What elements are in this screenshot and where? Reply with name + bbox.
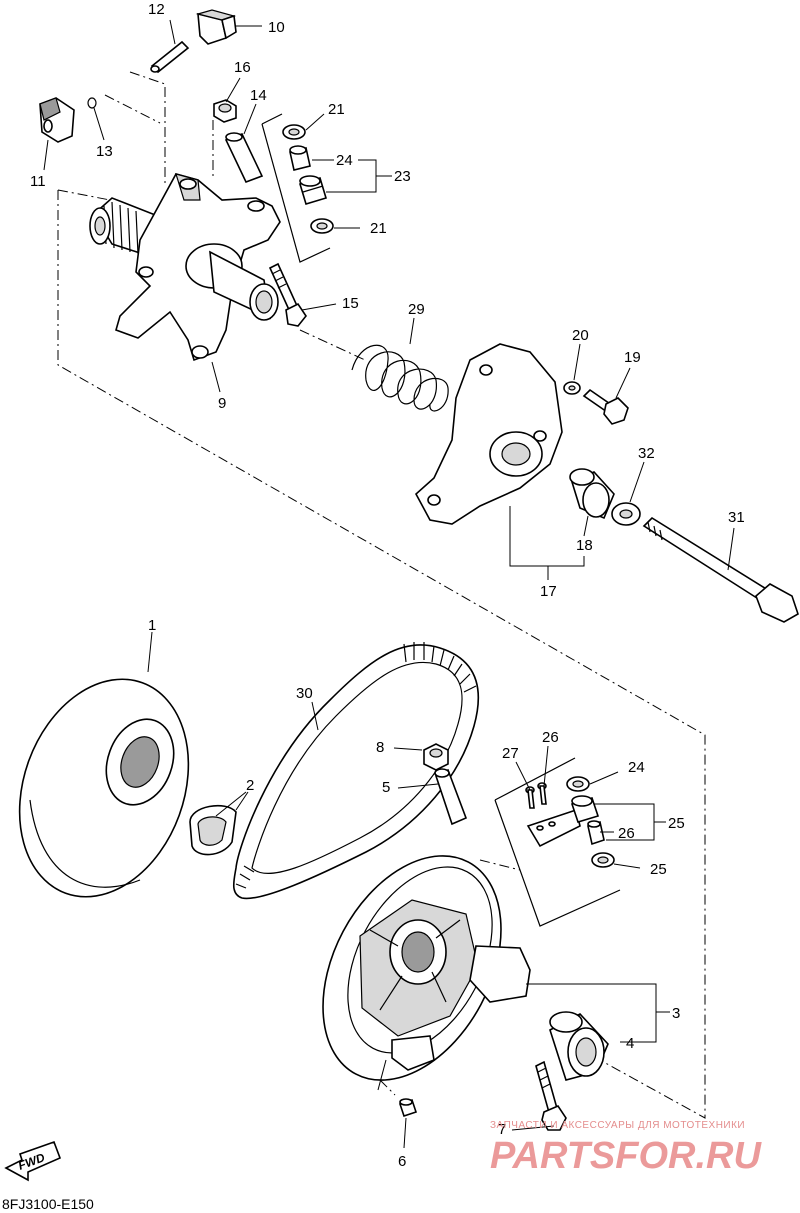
- group-box-line: [494, 799, 621, 927]
- callout-numbers: 12 10 16 14 21 13 24 23 11 21 15 29 20 1…: [30, 1, 745, 1170]
- bushing-part-23-bottom: [299, 175, 327, 205]
- nut-part-16: [213, 99, 237, 123]
- washer-part-24-bottom: [591, 852, 615, 868]
- callout-15: 15: [342, 295, 359, 312]
- pin-part-12: [150, 40, 190, 74]
- collar-part-2: [189, 804, 237, 856]
- callout-21-bottom: 21: [370, 220, 387, 237]
- callout-10: 10: [268, 19, 285, 36]
- bolt-part-15: [268, 262, 307, 327]
- washer-part-20: [563, 381, 581, 395]
- diagram-code: 8FJ3100-E150: [2, 1196, 94, 1212]
- callout-31: 31: [728, 509, 745, 526]
- callout-28: 27: [502, 745, 519, 762]
- callout-26: 26: [618, 825, 635, 842]
- callout-20: 20: [572, 327, 589, 344]
- callout-13: 13: [96, 143, 113, 160]
- callout-17: 17: [540, 583, 557, 600]
- sleeve-part-14: [224, 132, 264, 184]
- bushing-part-18: [569, 468, 615, 520]
- group-box-line: [494, 757, 576, 801]
- bushing-part-23-top: [289, 145, 311, 171]
- washer-part-24-top: [566, 776, 590, 792]
- sleeve-part-5: [434, 768, 468, 826]
- assembly-boundary-line: [57, 189, 111, 201]
- boundary-line: [479, 859, 521, 871]
- bracket-group-parts-25-28: [525, 782, 581, 848]
- callout-24-top: 24: [628, 759, 645, 776]
- callout-14: 14: [250, 87, 267, 104]
- cap-part-17: [414, 343, 563, 525]
- bushing-part-4: [549, 1011, 609, 1081]
- nut-part-8: [423, 743, 449, 771]
- callout-12: 12: [148, 1, 165, 18]
- washer-part-21-top: [282, 124, 306, 140]
- callout-9: 9: [218, 395, 226, 412]
- callout-7: 7: [498, 1121, 506, 1138]
- drive-belt-part-30: [232, 642, 480, 900]
- callout-24-bottom: 25: [650, 861, 667, 878]
- slider-shoe-part-11: [39, 97, 75, 143]
- callout-22: 23: [394, 168, 411, 185]
- washer-part-32: [611, 502, 641, 526]
- callout-23: 24: [336, 152, 353, 169]
- callout-21-top: 21: [328, 101, 345, 118]
- boundary-line: [299, 329, 366, 361]
- callout-32: 32: [638, 445, 655, 462]
- bushing-part-26: [587, 820, 605, 846]
- callout-18: 18: [576, 537, 593, 554]
- watermark: ЗАПЧАСТИ И АКСЕССУАРЫ ДЛЯ МОТОТЕХНИКИ PA…: [490, 1120, 762, 1177]
- watermark-tagline: ЗАПЧАСТИ И АКСЕССУАРЫ ДЛЯ МОТОТЕХНИКИ: [490, 1120, 745, 1131]
- callout-2: 2: [246, 777, 254, 794]
- leader-lines: [43, 19, 735, 1149]
- cap-part-6: [398, 1098, 418, 1118]
- callout-16: 16: [234, 59, 251, 76]
- washer-part-21-bottom: [310, 218, 334, 234]
- o-ring-part-13: [87, 97, 97, 109]
- watermark-brand: PARTSFOR.RU: [490, 1135, 762, 1177]
- callout-5: 5: [382, 779, 390, 796]
- callout-19: 19: [624, 349, 641, 366]
- long-bolt-part-31: [642, 516, 799, 623]
- callout-30: 30: [296, 685, 313, 702]
- slider-shoe-part-10: [195, 9, 237, 45]
- bolt-part-19: [582, 388, 629, 425]
- bolt-part-7: [535, 1060, 567, 1131]
- group-box-line: [261, 123, 331, 263]
- bracket-boundary-line: [104, 94, 161, 124]
- callout-4: 4: [626, 1035, 634, 1052]
- callout-11: 11: [30, 173, 46, 190]
- fwd-arrow-icon: FWD: [4, 1140, 62, 1182]
- bracket-boundary-line: [129, 71, 166, 185]
- callout-1: 1: [148, 617, 156, 634]
- spring-part-29: [351, 344, 449, 412]
- spider-hub-part-9: [89, 173, 281, 362]
- fixed-sheave-part-1: [18, 678, 190, 898]
- assembly-boundary-line: [57, 190, 706, 1119]
- callout-27: 26: [542, 729, 559, 746]
- callout-29: 29: [408, 301, 425, 318]
- group-box-line: [261, 113, 283, 125]
- bushing-part-25: [570, 795, 600, 823]
- movable-sheave-part-3: [322, 855, 531, 1081]
- callout-6: 6: [398, 1153, 406, 1170]
- callout-3: 3: [672, 1005, 680, 1022]
- callout-8: 8: [376, 739, 384, 756]
- boundary-line: [379, 1079, 396, 1096]
- callout-25: 25: [668, 815, 685, 832]
